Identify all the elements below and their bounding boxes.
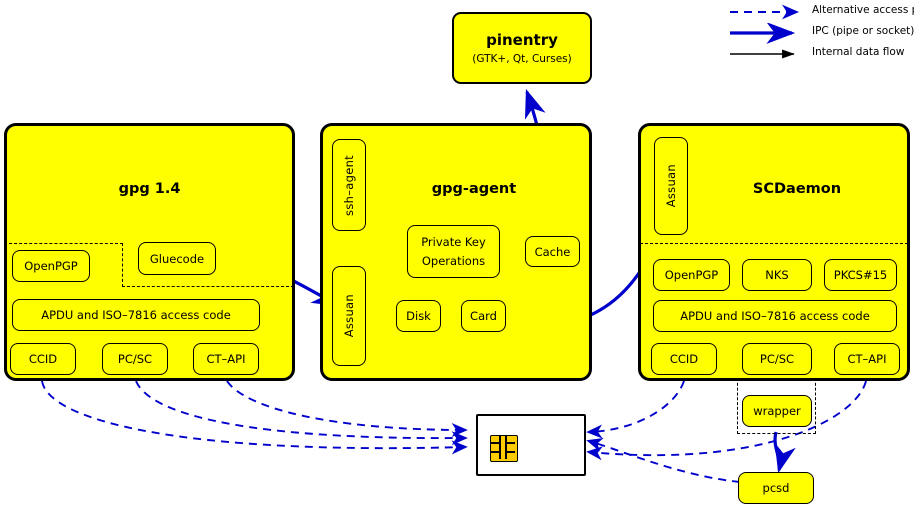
gpg14-ctapi-label: CT–API [206,352,246,366]
wrapper-dashed-enclosure [737,378,816,434]
gpg14-pcsc-label: PC/SC [117,352,153,366]
gpgagent-assuan-label: Assuan [342,294,356,338]
smartcard-chip-icon [490,435,518,462]
legend-swatch-solid-black-arrow [730,49,795,59]
legend: Alternative access paths IPC (pipe or so… [724,2,914,65]
pinentry-box[interactable]: pinentry (GTK+, Qt, Curses) [452,12,592,84]
altpath-scdaemon-ccid-to-card [586,380,685,439]
gpg14-openpgp-label: OpenPGP [24,259,78,273]
legend-label: Internal data flow [812,46,905,58]
gpgagent-private-key-operations-box[interactable]: Private Key Operations [407,225,500,278]
gpg14-ccid-label: CCID [28,352,58,366]
gpgagent-pkops-line2: Operations [421,254,486,268]
scdaemon-pcsc-label: PC/SC [759,352,795,366]
scdaemon-assuan-box[interactable]: Assuan [654,137,688,235]
scdaemon-ctapi-label: CT–API [847,352,887,366]
gpgagent-pkops-line1: Private Key [421,235,486,249]
gpg14-title: gpg 1.4 [118,181,181,197]
ipc-wrapper-to-pcsd [773,431,796,474]
gpgagent-cache-box[interactable]: Cache [525,236,580,267]
gpg14-ctapi-box[interactable]: CT–API [193,343,259,375]
legend-label: Alternative access paths [812,4,914,16]
legend-item-ipc: IPC (pipe or socket) [724,23,914,44]
gpgagent-card-box[interactable]: Card [461,300,506,332]
smartcard[interactable] [476,414,586,476]
scdaemon-apdu-box[interactable]: APDU and ISO–7816 access code [653,300,897,332]
gpgagent-cache-label: Cache [534,244,571,259]
gpgagent-title: gpg-agent [431,181,517,197]
scdaemon-pkcs15-label: PKCS#15 [833,268,888,282]
gpg14-pcsc-box[interactable]: PC/SC [102,343,168,375]
altpath-gpg14-ccid-to-card [41,380,468,455]
pcsd-label: pcsd [762,481,790,495]
scdaemon-ccid-label: CCID [669,352,699,366]
gpg14-gluecode-label: Gluecode [149,251,205,266]
pcsd-box[interactable]: pcsd [738,472,814,504]
scdaemon-assuan-label: Assuan [664,164,678,208]
gpg14-openpgp-box[interactable]: OpenPGP [12,250,90,282]
scdaemon-apdu-label: APDU and ISO–7816 access code [680,309,870,323]
scdaemon-ctapi-box[interactable]: CT–API [834,343,900,375]
altpath-pcsd-to-card [586,437,741,483]
scdaemon-nks-label: NKS [765,268,789,282]
legend-item-internal-data-flow: Internal data flow [724,44,914,65]
scdaemon-wrapper-label: wrapper [753,404,801,418]
pinentry-title: pinentry [486,31,558,49]
gpgagent-disk-label: Disk [406,309,431,323]
altpath-gpg14-ctapi-to-card [226,380,468,438]
scdaemon-openpgp-box[interactable]: OpenPGP [653,259,730,291]
gpg14-gluecode-box[interactable]: Gluecode [138,242,216,275]
legend-swatch-dashed-arrow [730,4,799,20]
scdaemon-pkcs15-box[interactable]: PKCS#15 [824,259,897,291]
gpgagent-disk-box[interactable]: Disk [396,300,441,332]
scdaemon-title: SCDaemon [752,181,842,197]
gpgagent-ssh-agent-box[interactable]: ssh–agent [332,139,366,231]
gpg14-ccid-box[interactable]: CCID [10,343,76,375]
legend-item-alternative-access-paths: Alternative access paths [724,2,914,23]
altpath-scdaemon-ctapi-to-card [586,380,867,461]
gpgagent-ssh-agent-label: ssh–agent [342,154,356,216]
scdaemon-openpgp-label: OpenPGP [664,268,719,282]
scdaemon-nks-box[interactable]: NKS [742,259,812,291]
scdaemon-ccid-box[interactable]: CCID [651,343,717,375]
legend-label: IPC (pipe or socket) [812,25,914,37]
legend-swatch-solid-blue-arrow [730,23,796,44]
scdaemon-wrapper-box[interactable]: wrapper [742,395,812,427]
gpg14-apdu-box[interactable]: APDU and ISO–7816 access code [12,299,260,331]
gpgagent-assuan-box[interactable]: Assuan [332,266,366,366]
gpgagent-card-label: Card [470,309,497,323]
gpg14-apdu-label: APDU and ISO–7816 access code [41,308,231,322]
altpath-gpg14-pcsc-to-card [135,380,468,446]
scdaemon-pcsc-box[interactable]: PC/SC [742,343,812,375]
pinentry-subtitle: (GTK+, Qt, Curses) [472,53,572,65]
